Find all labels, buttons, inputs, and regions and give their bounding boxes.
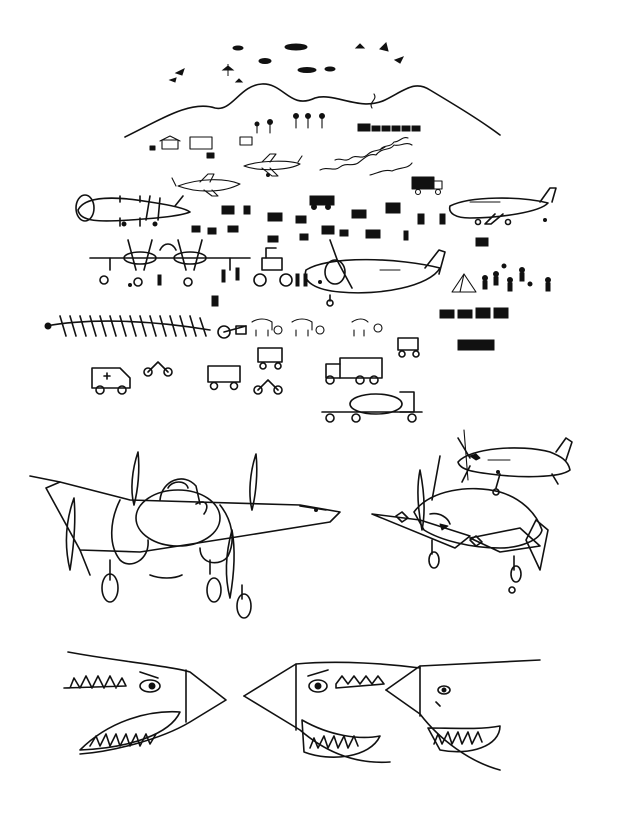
p40-warhawk-fighter-icon <box>371 429 573 594</box>
transport-plane-icon <box>243 153 303 177</box>
shark-mouth-nose-art-icon <box>63 651 541 771</box>
jeep-icon <box>257 337 420 370</box>
tent-icon <box>451 273 477 293</box>
fighter-plane-icon <box>89 239 251 287</box>
airfield-scene-icon <box>44 153 557 423</box>
jeep-icon <box>207 365 241 391</box>
hills-group <box>124 83 501 176</box>
horse-cart-icon <box>251 318 383 337</box>
ambulance-icon <box>91 367 131 395</box>
cloud <box>324 66 336 72</box>
cloud <box>258 58 272 64</box>
transport-plane-icon <box>448 187 557 226</box>
small-tree-icon <box>254 113 325 134</box>
distant-plane-icon <box>168 42 405 83</box>
fuel-tanker-icon <box>321 391 423 423</box>
motorcycle-icon <box>143 361 283 395</box>
hill-line <box>124 83 501 138</box>
bomber-plane-icon <box>75 194 191 227</box>
truck-icon <box>411 176 443 196</box>
sky-group <box>168 42 405 83</box>
dust-cloud <box>319 137 413 176</box>
cannon-icon <box>217 325 247 339</box>
crowd-icon <box>482 263 551 292</box>
cloud <box>297 67 317 73</box>
cloud <box>284 43 308 51</box>
cargo-truck-icon <box>325 357 383 385</box>
transport-plane-icon <box>171 173 241 197</box>
large-plane-icon <box>304 239 446 307</box>
vehicle-row-icon <box>439 307 509 351</box>
building-icon <box>149 135 253 159</box>
cloud <box>232 45 244 51</box>
p38-lightning-fighter-icon <box>29 451 341 619</box>
marching-troops-icon <box>44 315 211 337</box>
ground-crew-group <box>191 195 489 247</box>
tractor-icon <box>253 247 293 287</box>
train-icon <box>357 93 421 132</box>
